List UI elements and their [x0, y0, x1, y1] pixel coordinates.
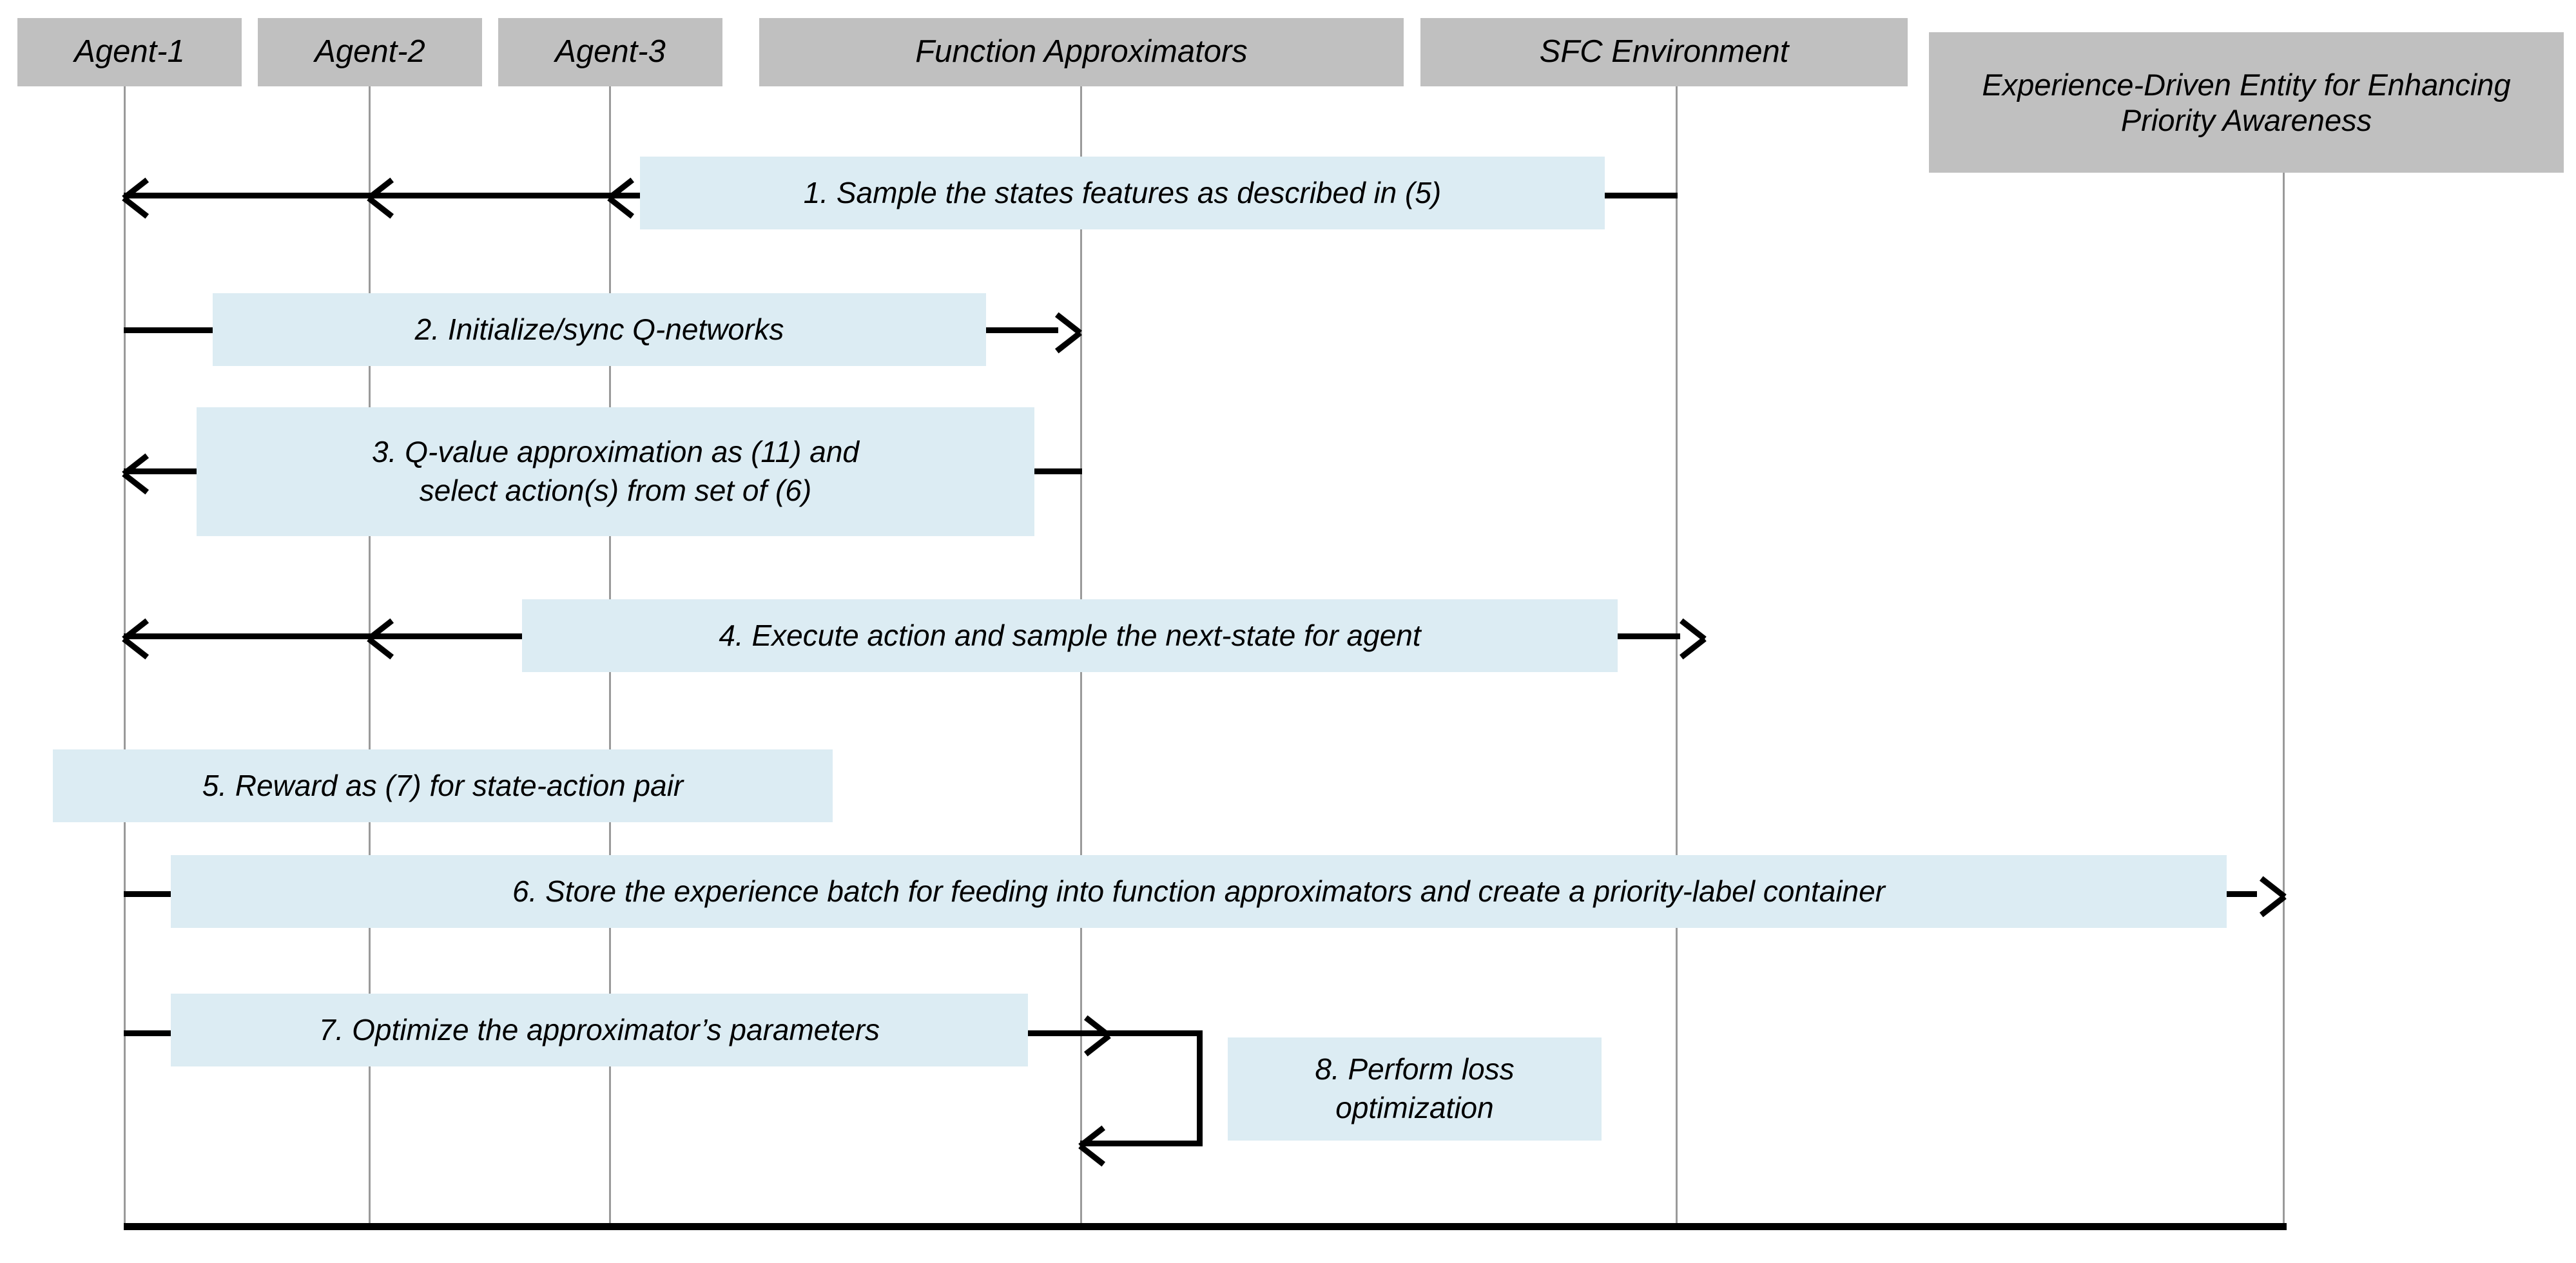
lifeline-agent-1 — [124, 86, 126, 1227]
participant-agent-1[interactable]: Agent-1 — [17, 18, 242, 86]
message-8-label[interactable]: 8. Perform loss optimization — [1228, 1037, 1602, 1141]
message-6-label[interactable]: 6. Store the experience batch for feedin… — [171, 855, 2227, 928]
message-8-loop-top — [1080, 1030, 1203, 1036]
message-1-label[interactable]: 1. Sample the states features as describ… — [640, 157, 1605, 229]
message-7-label[interactable]: 7. Optimize the approximator’s parameter… — [171, 994, 1028, 1066]
participant-function-approximators[interactable]: Function Approximators — [759, 18, 1404, 86]
participant-agent-2[interactable]: Agent-2 — [258, 18, 482, 86]
lifeline-sfc-environment — [1676, 86, 1678, 1227]
diagram-baseline — [124, 1223, 2287, 1230]
lifeline-experience-driven-entity — [2283, 173, 2285, 1227]
participant-sfc-environment[interactable]: SFC Environment — [1420, 18, 1908, 86]
message-5-label[interactable]: 5. Reward as (7) for state-action pair — [53, 749, 833, 822]
message-4-label[interactable]: 4. Execute action and sample the next-st… — [522, 599, 1618, 672]
message-2-label[interactable]: 2. Initialize/sync Q-networks — [213, 293, 986, 366]
participant-experience-driven-entity[interactable]: Experience-Driven Entity for Enhancing P… — [1929, 32, 2564, 173]
message-8-loop-bottom — [1080, 1141, 1203, 1146]
lifeline-agent-2 — [369, 86, 371, 1227]
participant-agent-3[interactable]: Agent-3 — [498, 18, 722, 86]
message-3-label[interactable]: 3. Q-value approximation as (11) and sel… — [197, 407, 1034, 536]
message-8-loop-right — [1197, 1030, 1203, 1146]
